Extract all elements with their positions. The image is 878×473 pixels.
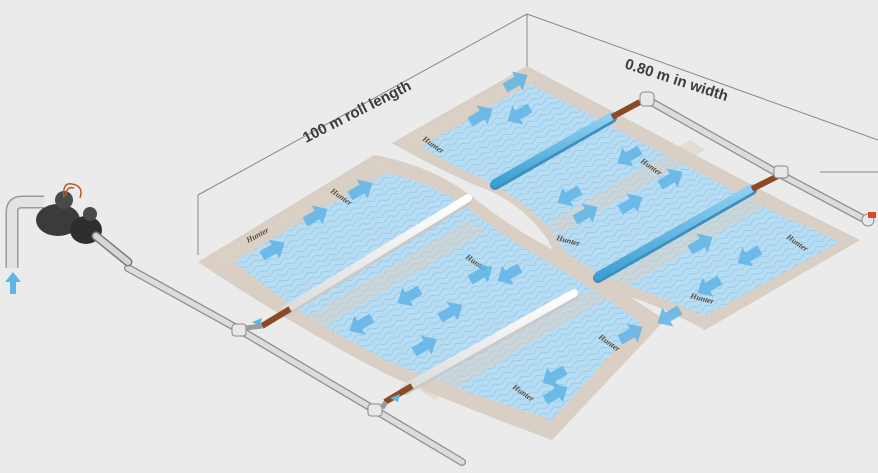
- roll-length-label: 100 m roll length: [300, 77, 414, 146]
- tee-fitting-icon: [368, 404, 382, 416]
- tee-fitting-icon: [232, 324, 246, 336]
- width-label: 0.80 m in width: [623, 56, 731, 105]
- tee-fitting-icon: [774, 166, 788, 178]
- tee-fitting-icon: [640, 92, 654, 106]
- end-cap-icon: [868, 212, 876, 218]
- control-valve-icon: [12, 184, 128, 268]
- inflow-arrow-icon: [5, 272, 21, 294]
